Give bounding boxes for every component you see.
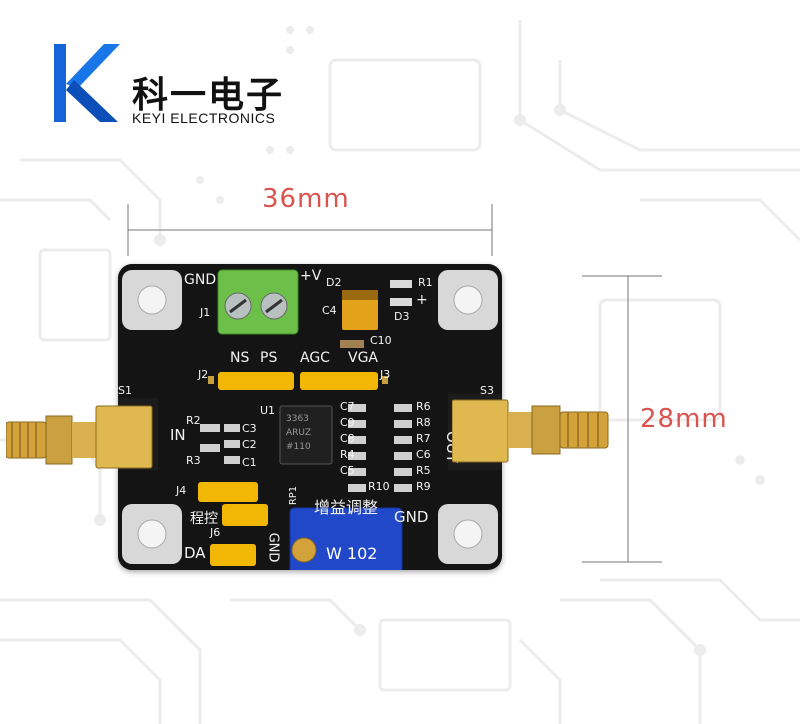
label-c7: C7 [340,400,355,413]
board-components [118,269,502,570]
height-dimension-line [582,275,662,563]
label-c8: C8 [340,432,355,445]
label-s1: S1 [118,384,132,397]
logo-english-name: KEYI ELECTRONICS [132,110,276,126]
label-s3: S3 [480,384,494,397]
mounting-holes [122,270,498,564]
chip-marking-3: #110 [286,442,311,452]
label-agc: AGC [300,350,330,366]
label-vga: VGA [348,350,379,366]
label-j4: J4 [176,484,187,497]
logo-chinese-name: 科一电子 [132,75,285,116]
label-c10: C10 [370,334,392,347]
potentiometer-marking: W 102 [326,544,378,563]
label-plus: + [416,292,428,308]
label-j6: J6 [210,526,221,539]
label-r9: R9 [416,480,431,493]
keyi-logo-icon [54,44,120,122]
label-gnd-right: GND [394,508,429,526]
label-c2: C2 [242,438,257,451]
label-da: DA [184,544,206,562]
label-cheng-kong: 程控 [190,511,218,527]
label-ns: NS [230,350,250,366]
label-j2: J2 [198,368,209,381]
label-r10: R10 [368,480,390,493]
label-gnd-j6: GND [265,532,281,563]
label-r2: R2 [186,414,201,427]
chip-marking-2: ARUZ [286,428,312,438]
label-c5: C5 [340,464,355,477]
label-c9: C9 [340,416,355,429]
label-d3: D3 [394,310,410,323]
label-r5: R5 [416,464,431,477]
sma-connector-right [452,399,609,463]
label-rp1: RP1 [288,485,300,506]
width-dimension-label: 36mm [262,184,350,214]
height-dimension-label: 28mm [640,404,728,434]
label-in: IN [170,426,186,444]
width-dimension-line [127,204,493,256]
label-r8: R8 [416,416,431,429]
label-ps: PS [260,350,278,366]
label-c3: C3 [242,422,257,435]
label-r1: R1 [418,276,433,289]
label-r4: R4 [340,448,355,461]
chip-marking-1: 3363 [286,414,309,424]
label-d2: D2 [326,276,342,289]
label-gain-adjust: 增益调整 [314,498,379,517]
label-c1: C1 [242,456,257,469]
pcb-board: GND +V D2 R1 D3 + C4 C10 J1 NS PS AGC VG… [118,264,502,570]
label-plus-v: +V [300,268,322,284]
sma-connector-left [6,405,153,469]
label-u1: U1 [260,404,276,417]
label-j1: J1 [200,306,211,319]
label-r6: R6 [416,400,431,413]
label-c6: C6 [416,448,431,461]
label-j3: J3 [380,368,391,381]
label-gnd-top: GND [184,272,217,288]
label-r3: R3 [186,454,201,467]
label-c4: C4 [322,304,337,317]
label-r7: R7 [416,432,431,445]
